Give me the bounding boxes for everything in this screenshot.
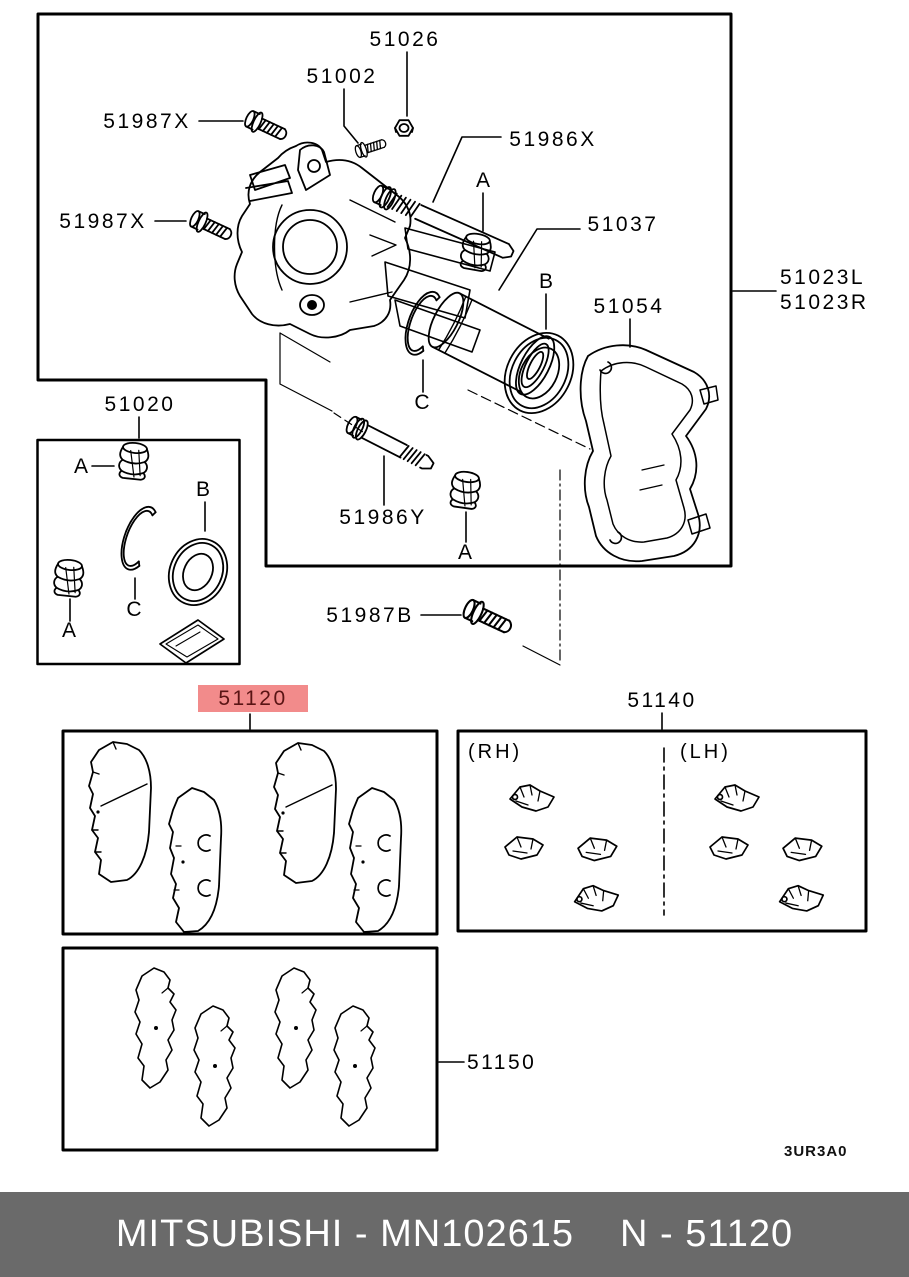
bolt-51987x-top bbox=[241, 106, 292, 146]
ref-letter-a-upper: A bbox=[475, 169, 491, 192]
bolt-51987x-side bbox=[186, 206, 237, 246]
ref-letter-a-lower: A bbox=[457, 541, 473, 564]
ref-letter-c-upper: C bbox=[414, 391, 430, 414]
hardware-kit-box-outline bbox=[456, 729, 868, 933]
callout-51986y[interactable]: 51986Y bbox=[339, 506, 427, 529]
shim-kit-box-outline bbox=[61, 946, 439, 1152]
pad-kit-contents bbox=[88, 741, 403, 933]
page-code: 3UR3A0 bbox=[784, 1143, 848, 1160]
shim-kit-contents bbox=[134, 967, 376, 1127]
guide-pin-51986y bbox=[342, 412, 438, 477]
ref-letter-a-kit1: A bbox=[73, 455, 89, 478]
hardware-kit-contents bbox=[504, 784, 826, 915]
nut-51026 bbox=[394, 119, 414, 137]
callout-51020[interactable]: 51020 bbox=[104, 393, 176, 416]
bolt-51987b bbox=[459, 595, 517, 641]
ref-letter-a-kit2: A bbox=[61, 619, 77, 642]
callout-51037[interactable]: 51037 bbox=[587, 213, 659, 236]
callout-51023r[interactable]: 51023R bbox=[780, 291, 869, 314]
callout-51987x-side[interactable]: 51987X bbox=[59, 210, 147, 233]
callout-51987x-top[interactable]: 51987X bbox=[103, 110, 191, 133]
callout-51140[interactable]: 51140 bbox=[627, 689, 697, 712]
footer-catalog-number: N - 51120 bbox=[620, 1213, 794, 1255]
boot-a-lower bbox=[447, 469, 483, 511]
ref-letter-b-upper: B bbox=[538, 270, 554, 293]
piston-boot-b bbox=[503, 331, 575, 415]
callout-51002[interactable]: 51002 bbox=[306, 65, 378, 88]
callout-51150[interactable]: 51150 bbox=[467, 1051, 537, 1074]
callout-51987b[interactable]: 51987B bbox=[326, 604, 414, 627]
leader-lines bbox=[69, 51, 777, 1063]
label-lh: (LH) bbox=[680, 741, 731, 763]
piston-51037 bbox=[427, 291, 556, 396]
bracket-51054 bbox=[579, 344, 719, 563]
seal-kit-contents bbox=[51, 440, 229, 664]
bolt-51002 bbox=[352, 134, 389, 161]
callout-51023l[interactable]: 51023L bbox=[780, 266, 866, 289]
seal-kit-box-outline bbox=[36, 438, 241, 666]
callout-51986x[interactable]: 51986X bbox=[509, 128, 597, 151]
caliper-body bbox=[233, 141, 496, 353]
pad-kit-box-outline bbox=[61, 729, 439, 936]
callout-51026[interactable]: 51026 bbox=[369, 28, 441, 51]
ref-letter-c-kit: C bbox=[126, 598, 142, 621]
assembly-box-outline bbox=[36, 12, 733, 568]
ref-letter-b-kit: B bbox=[195, 478, 211, 501]
footer-banner: MITSUBISHI - MN102615 N - 51120 bbox=[0, 1192, 909, 1277]
part-highlight-51120[interactable]: 51120 bbox=[198, 685, 308, 712]
footer-brand-part-number: MITSUBISHI - MN102615 bbox=[115, 1213, 575, 1255]
callout-51054[interactable]: 51054 bbox=[593, 295, 665, 318]
label-rh: (RH) bbox=[468, 741, 523, 763]
